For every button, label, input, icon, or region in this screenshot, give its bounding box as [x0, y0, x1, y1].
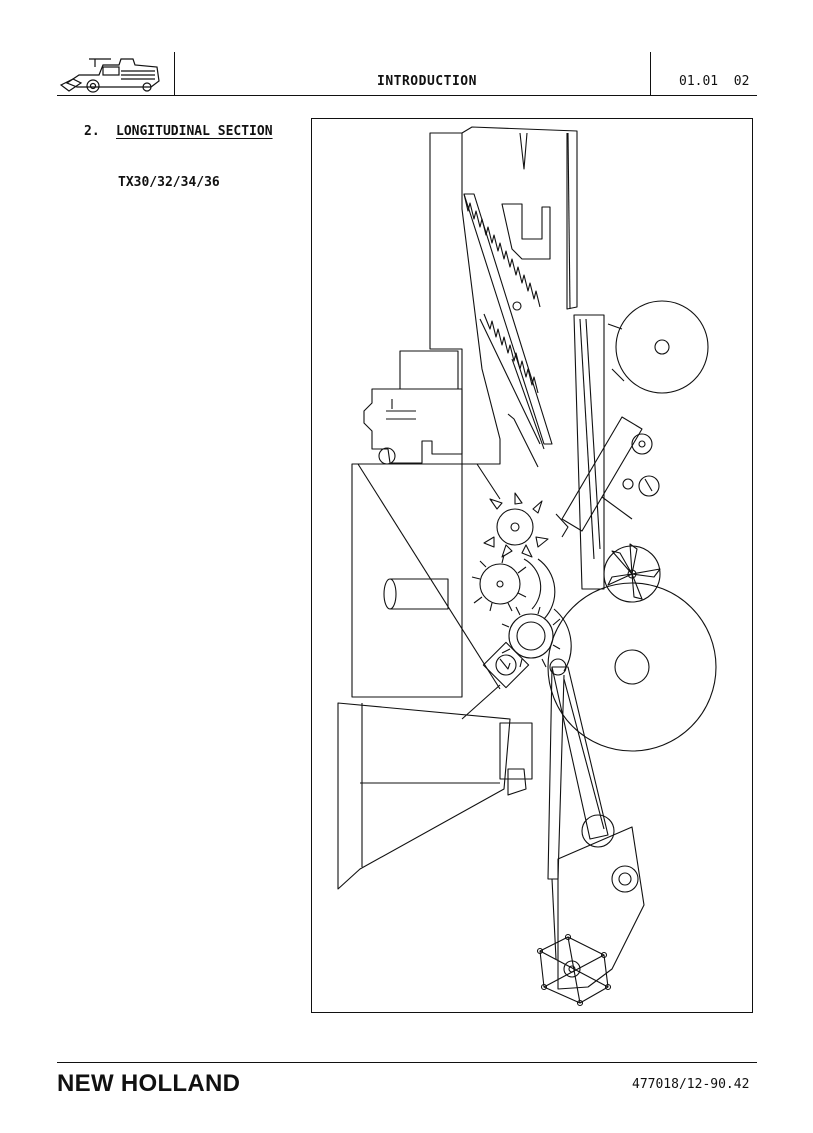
page-header: INTRODUCTION 01.01 02 [57, 52, 757, 96]
page-number: 01.01 02 [679, 74, 750, 89]
header-divider [650, 52, 651, 96]
section-figure-frame [311, 118, 753, 1013]
brand-name: NEW HOLLAND [57, 1070, 241, 1097]
header-rule [57, 95, 757, 96]
model-list: TX30/32/34/36 [118, 175, 220, 190]
combine-longitudinal-section-drawing [337, 126, 717, 1007]
header-title: INTRODUCTION [377, 74, 477, 89]
document-reference: 477018/12-90.42 [632, 1077, 750, 1092]
section-number: 2. [84, 124, 100, 139]
section-heading: 2. LONGITUDINAL SECTION [84, 124, 273, 139]
footer-rule [57, 1062, 757, 1063]
section-title: LONGITUDINAL SECTION [116, 124, 273, 139]
combine-harvester-icon [59, 58, 160, 93]
header-divider [174, 52, 175, 96]
